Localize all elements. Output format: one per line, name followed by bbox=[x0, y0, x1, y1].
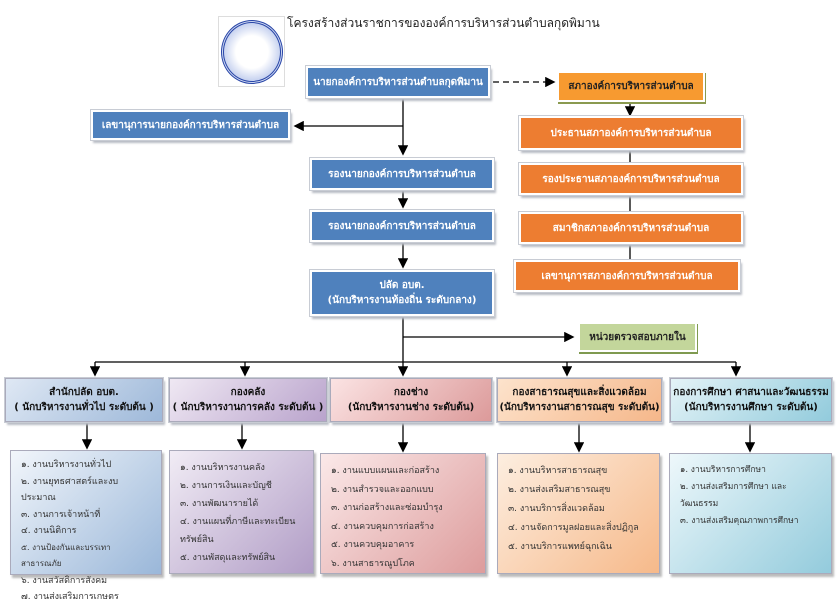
task-item: ๒. งานการเงินและบัญชี bbox=[180, 481, 272, 491]
department-name: กองคลัง bbox=[230, 387, 266, 398]
engineering-tasks: ๑. งานแบบแผนและก่อสร้าง ๒. งานสำรวจและออ… bbox=[320, 453, 486, 574]
education-tasks: ๑. งานบริหารการศึกษา ๒. งานส่งเสริมการศึ… bbox=[669, 453, 832, 574]
council-member-box: สมาชิกสภาองค์การบริหารส่วนตำบล bbox=[519, 212, 743, 244]
task-item: ๓. งานพัฒนารายได้ bbox=[180, 499, 259, 509]
department-head: ( นักบริหารงานการคลัง ระดับต้น ) bbox=[172, 402, 324, 413]
palad-title: ปลัด อบต. bbox=[379, 280, 425, 291]
department-education: กองการศึกษา ศาสนาและวัฒนธรรม (นักบริหารงา… bbox=[670, 378, 832, 422]
council-president-box: ประธานสภาองค์การบริหารส่วนตำบล bbox=[519, 116, 743, 150]
department-head: (นักบริหารงานศึกษา ระดับต้น) bbox=[684, 402, 818, 413]
task-item: ๒. งานยุทธศาสตร์และงบประมาณ bbox=[21, 476, 119, 504]
department-head: (นักบริหารงานช่าง ระดับต้น) bbox=[347, 402, 475, 413]
task-item: ๒. งานส่งเสริมสาธารณสุข bbox=[508, 485, 611, 495]
task-item: ๓. งานส่งเสริมคุณภาพการศึกษา bbox=[680, 516, 799, 526]
department-name: กองการศึกษา ศาสนาและวัฒนธรรม bbox=[673, 387, 829, 398]
task-item: ๑. งานบริหารงานคลัง bbox=[180, 463, 265, 473]
task-item: ๖. งานสาธารณูปโภค bbox=[331, 558, 415, 569]
vice-mayor-1-box: รองนายกองค์การบริหารส่วนตำบล bbox=[310, 158, 494, 190]
task-item: ๕. งานป้องกันและบรรเทาสาธารณภัย bbox=[21, 542, 111, 569]
council-box: สภาองค์การบริหารส่วนตำบล bbox=[557, 71, 705, 102]
vice-mayor-2-box: รองนายกองค์การบริหารส่วนตำบล bbox=[310, 210, 494, 242]
page-title: โครงสร้างส่วนราชการขององค์การบริหารส่วนต… bbox=[287, 16, 600, 30]
task-item: ทรัพย์สิน bbox=[180, 535, 214, 545]
task-item: ๔. งานแผนที่ภาษีและทะเบียน bbox=[180, 517, 296, 527]
finance-tasks: ๑. งานบริหารงานคลัง ๒. งานการเงินและบัญช… bbox=[169, 450, 314, 574]
connector-lines bbox=[81, 76, 756, 453]
task-item: ๓. งานการเจ้าหน้าที่ bbox=[21, 509, 101, 520]
task-item: ๓. งานบริการสิ่งแวดล้อม bbox=[508, 504, 605, 514]
task-item: ๗. งานส่งเสริมการเกษตร bbox=[21, 592, 119, 602]
department-engineering: กองช่าง (นักบริหารงานช่าง ระดับต้น) bbox=[330, 378, 492, 422]
task-item: ๒. งานสำรวจและออกแบบ bbox=[331, 484, 434, 495]
department-head: (นักบริหารงานสาธารณสุข ระดับต้น) bbox=[499, 402, 660, 413]
department-public-health: กองสาธารณสุขและสิ่งแวดล้อม (นักบริหารงานส… bbox=[497, 378, 662, 422]
task-item: ๑. งานแบบแผนและก่อสร้าง bbox=[331, 466, 440, 476]
task-item: ๕. งานควบคุมอาคาร bbox=[331, 540, 415, 550]
logo bbox=[218, 16, 285, 87]
task-item: ๕. งานพัสดุและทรัพย์สิน bbox=[180, 553, 276, 563]
task-item: ๑. งานบริหารการศึกษา bbox=[680, 465, 766, 475]
task-item: ๑. งานบริหารงานทั่วไป bbox=[21, 460, 112, 470]
council-secretary-box: เลขานุการสภาองค์การบริหารส่วนตำบล bbox=[514, 260, 740, 292]
internal-audit-box: หน่วยตรวจสอบภายใน bbox=[578, 322, 697, 352]
council-vice-president-box: รองประธานสภาองค์การบริหารส่วนตำบล bbox=[519, 163, 743, 195]
palad-office-tasks: ๑. งานบริหารงานทั่วไป ๒. งานยุทธศาสตร์แล… bbox=[10, 450, 162, 602]
task-item: ๔. งานควบคุมการก่อสร้าง bbox=[331, 521, 434, 532]
department-finance: กองคลัง ( นักบริหารงานการคลัง ระดับต้น ) bbox=[169, 378, 327, 422]
public-health-tasks: ๑. งานบริหารสาธารณสุข ๒. งานส่งเสริมสาธา… bbox=[497, 453, 660, 574]
department-palad-office: สำนักปลัด อบต. ( นักบริหารงานทั่วไป ระดับ… bbox=[5, 378, 163, 422]
department-name: สำนักปลัด อบต. bbox=[49, 387, 119, 398]
department-head: ( นักบริหารงานทั่วไป ระดับต้น ) bbox=[14, 402, 154, 413]
task-item: ๔. งานนิติการ bbox=[21, 526, 77, 536]
task-item: ๕. งานบริการแพทย์ฉุกเฉิน bbox=[508, 542, 612, 552]
mayor-secretary-box: เลขานุการนายกองค์การบริหารส่วนตำบล bbox=[91, 110, 290, 140]
palad-level: (นักบริหารงานท้องถิ่น ระดับกลาง) bbox=[327, 295, 477, 306]
task-item: ๒. งานส่งเสริมการศึกษา และวัฒนธรรม bbox=[680, 482, 787, 509]
task-item: ๔. งานจัดการมูลฝอยและสิ่งปฏิกูล bbox=[508, 523, 639, 533]
task-item: ๓. งานก่อสร้างและซ่อมบำรุง bbox=[331, 503, 443, 513]
department-name: กองสาธารณสุขและสิ่งแวดล้อม bbox=[512, 387, 647, 398]
mayor-box: นายกองค์การบริหารส่วนตำบลกุดพิมาน bbox=[306, 66, 490, 98]
palad-box: ปลัด อบต. (นักบริหารงานท้องถิ่น ระดับกลา… bbox=[310, 270, 494, 316]
department-name: กองช่าง bbox=[393, 387, 429, 398]
task-item: ๑. งานบริหารสาธารณสุข bbox=[508, 466, 608, 476]
